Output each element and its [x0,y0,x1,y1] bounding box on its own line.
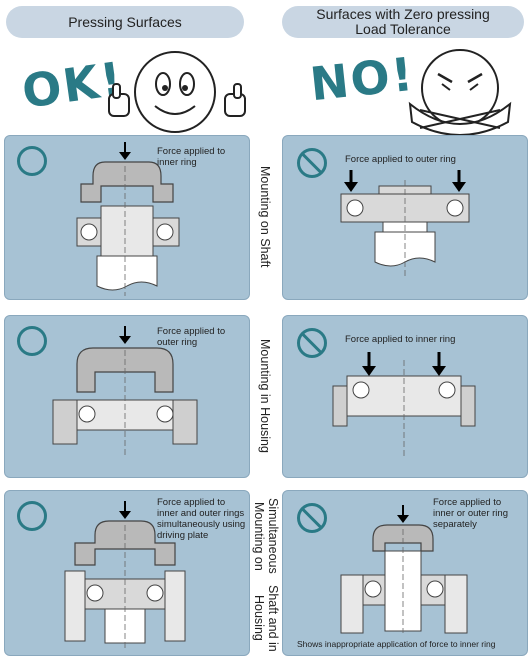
angry-face-crossed-arms-icon [408,49,512,136]
caption-no-housing: Force applied to inner ring [345,334,456,345]
happy-face-thumbs-up-icon [108,51,246,133]
header-left-text: Pressing Surfaces [68,13,182,30]
circle-ok-icon [17,146,47,176]
down-arrow-icon [119,511,131,519]
header-zero-load-surfaces: Surfaces with Zero pressing Load Toleran… [282,6,524,38]
row-label-simultaneous-mounting: Simultaneous Mounting on Shaft and in Ho… [252,498,280,652]
panel-no-mounting-in-housing: Force applied to inner ring [282,315,528,478]
row-label-mounting-in-housing: Mounting in Housing [258,338,272,453]
note-no-simultaneous: Shows inappropriate application of force… [297,639,496,649]
down-arrow-icon [119,152,131,160]
panel-no-mounting-on-shaft: Force applied to outer ring [282,135,528,300]
down-arrow-icon [452,182,466,192]
prohibited-icon [297,148,327,178]
down-arrow-icon [397,515,409,523]
diagram-no-shaft [340,170,470,276]
down-arrow-icon [362,366,376,376]
circle-ok-icon [17,501,47,531]
diagram-no-simultaneous [340,505,468,634]
prohibited-icon [297,328,327,358]
diagram-ok-shaft [76,142,180,296]
diagram-no-housing [332,352,476,456]
header-pressing-surfaces: Pressing Surfaces [6,6,244,38]
row-label-mounting-on-shaft: Mounting on Shaft [258,165,272,268]
header-right-line2: Load Tolerance [355,21,451,37]
down-arrow-icon [344,182,358,192]
down-arrow-icon [432,366,446,376]
header-right-line1: Surfaces with Zero pressing [316,6,490,22]
down-arrow-icon [119,336,131,344]
diagram-ok-simultaneous [64,501,186,651]
caption-no-shaft: Force applied to outer ring [345,154,456,165]
circle-ok-icon [17,326,47,356]
diagram-ok-housing [52,326,198,456]
prohibited-icon [297,503,327,533]
